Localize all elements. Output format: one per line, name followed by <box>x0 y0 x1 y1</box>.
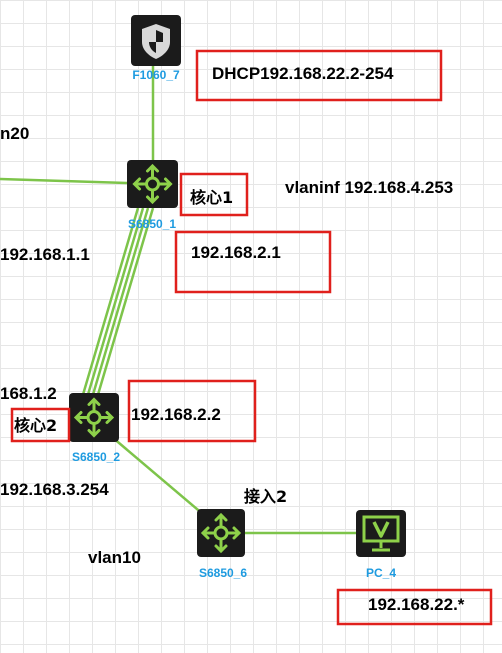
links <box>0 66 358 535</box>
device-firewall[interactable]: F1060_7 <box>131 15 181 82</box>
device-label-core1: S6850_1 <box>128 217 176 231</box>
annotation-ip-1-1-partial: 192.168.1.1 <box>0 245 90 264</box>
annotation-core2-ip: 192.168.2.2 <box>127 379 257 443</box>
annotation-ip-1-2-partial: 168.1.2 <box>0 384 57 403</box>
annotation-dhcp-text: DHCP192.168.22.2-254 <box>212 64 394 83</box>
device-label-core2: S6850_2 <box>72 450 120 464</box>
link-core1-core2-d[interactable] <box>95 207 155 399</box>
link-core2-access[interactable] <box>111 436 205 516</box>
device-pc[interactable]: PC_4 <box>356 510 406 580</box>
shield-firewall-icon <box>142 24 170 59</box>
annotation-core2-name-text: 核心2 <box>14 416 57 435</box>
link-left-core1[interactable] <box>0 177 128 185</box>
device-access[interactable]: S6850_6 <box>197 509 247 580</box>
switch-icon <box>132 163 173 205</box>
annotation-vlan20-partial: n20 <box>0 124 29 143</box>
device-core2[interactable]: S6850_2 <box>69 393 120 464</box>
annotation-access-name: 接入2 <box>244 487 287 506</box>
annotation-core2-name: 核心2 <box>10 407 71 443</box>
annotation-core1-name: 核心1 <box>179 172 249 217</box>
annotation-core1-ip-text: 192.168.2.1 <box>191 243 281 262</box>
device-label-firewall: F1060_7 <box>132 68 180 82</box>
annotation-core2-ip-text: 192.168.2.2 <box>131 405 221 424</box>
device-label-access: S6850_6 <box>199 566 247 580</box>
link-core1-core2-c[interactable] <box>90 207 150 399</box>
annotation-vlan10: vlan10 <box>88 548 141 567</box>
device-core1[interactable]: S6850_1 <box>127 160 178 231</box>
device-label-pc: PC_4 <box>366 566 396 580</box>
switch-icon <box>73 397 115 438</box>
annotation-core1-name-text: 核心1 <box>190 188 233 207</box>
annotation-core1-ip: 192.168.2.1 <box>174 230 332 294</box>
pc-monitor-icon <box>362 515 400 552</box>
switch-icon <box>200 512 242 554</box>
annotation-vlanif: vlaninf 192.168.4.253 <box>285 178 453 197</box>
link-core1-core2-a[interactable] <box>80 207 140 399</box>
annotation-pc-subnet-text: 192.168.22.* <box>368 595 465 614</box>
annotation-ip-3-254-partial: 192.168.3.254 <box>0 480 109 499</box>
link-core1-core2-b[interactable] <box>85 207 145 399</box>
annotation-dhcp: DHCP192.168.22.2-254 <box>195 49 443 102</box>
annotation-pc-subnet: 192.168.22.* <box>336 588 493 626</box>
